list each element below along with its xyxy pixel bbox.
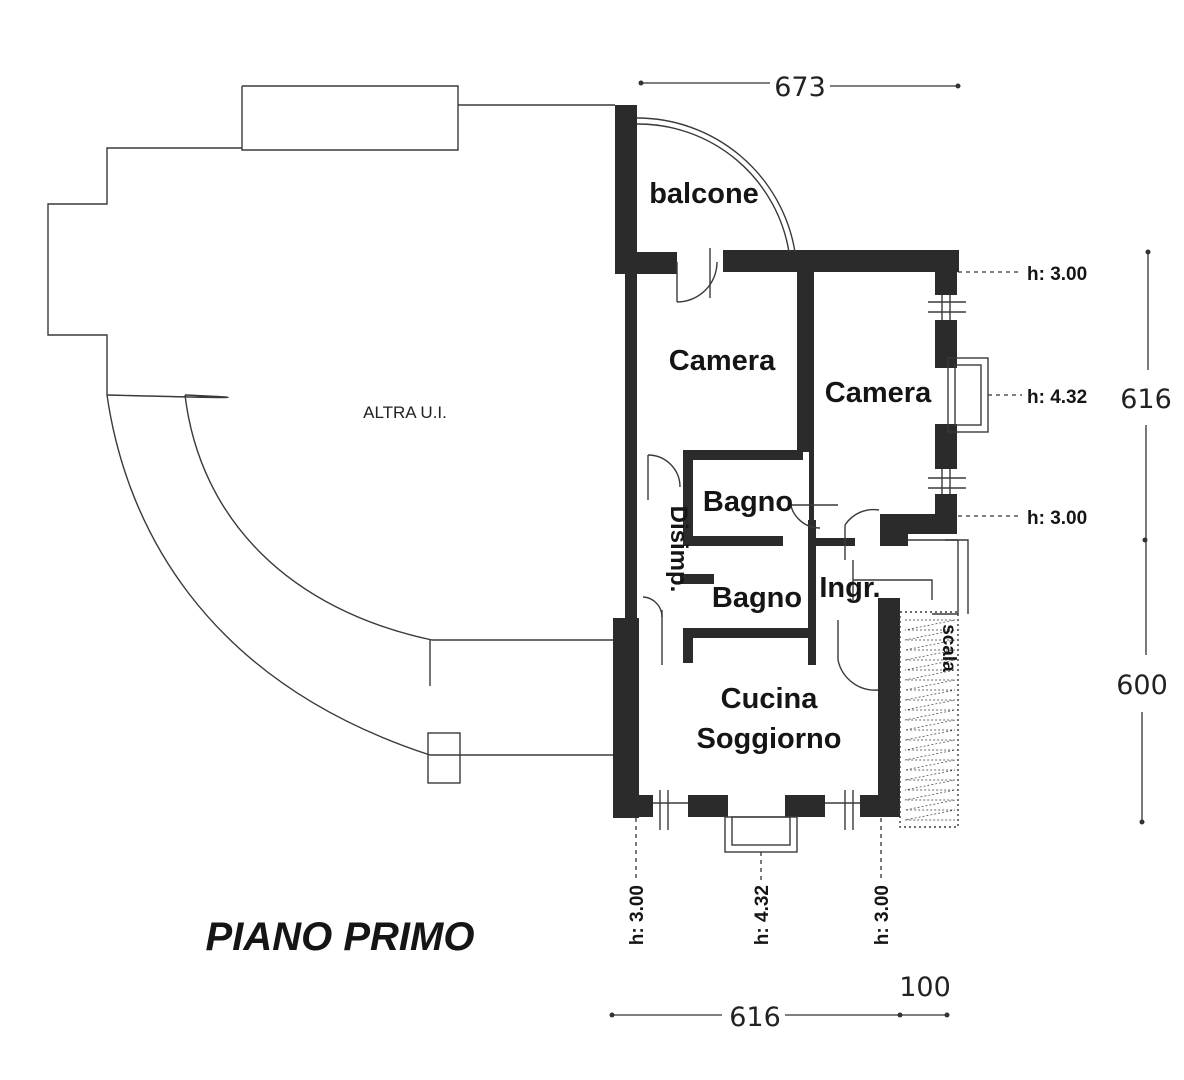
bathroom-label-2: Bagno (712, 582, 802, 614)
openings (636, 117, 989, 853)
height-annotations: h: 3.00 h: 4.32 h: 3.00 h: 3.00 h: 4.32 … (627, 264, 1087, 945)
height-bottom-left: h: 3.00 (627, 885, 648, 945)
bedroom-label-1: Camera (669, 345, 776, 377)
staircase (899, 611, 959, 828)
height-right-top: h: 3.00 (1027, 264, 1087, 285)
height-right-bottom: h: 3.00 (1027, 508, 1087, 529)
bottom-width-dimension: 616 (729, 1002, 781, 1033)
height-bottom-mid: h: 4.32 (752, 885, 773, 945)
top-width-dimension: 673 (774, 72, 826, 103)
height-right-mid: h: 4.32 (1027, 387, 1087, 408)
stairs-label: scala (938, 624, 959, 672)
balcony-label: balcone (649, 178, 759, 210)
kitchen-label-line2: Soggiorno (697, 723, 842, 755)
height-bottom-right: h: 3.00 (872, 885, 893, 945)
plan-title: PIANO PRIMO (206, 915, 475, 959)
entrance-label: Ingr. (819, 572, 880, 604)
right-lower-dimension: 600 (1116, 670, 1168, 701)
right-upper-dimension: 616 (1120, 384, 1172, 415)
bathroom-label-1: Bagno (703, 486, 793, 518)
walls (613, 105, 959, 818)
dimension-lines: 673 616 600 616 100 (609, 72, 1172, 1033)
room-labels: ALTRA U.I. balcone Camera Camera Bagno B… (363, 178, 959, 755)
kitchen-label-line1: Cucina (721, 683, 819, 715)
hallway-label: Disimp. (665, 506, 692, 593)
bottom-extra-dimension: 100 (899, 972, 951, 1003)
bedroom-label-2: Camera (825, 377, 932, 409)
other-unit-label: ALTRA U.I. (363, 403, 447, 422)
adjacent-unit-outline (47, 85, 615, 784)
